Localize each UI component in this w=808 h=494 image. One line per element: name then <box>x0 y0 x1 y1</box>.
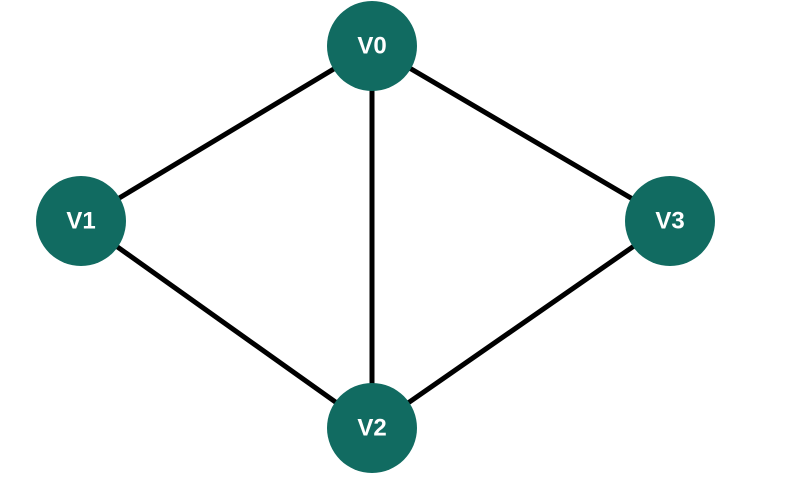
node-v3: V3 <box>625 176 715 266</box>
edge-v0-v1 <box>78 43 375 224</box>
node-v2: V2 <box>327 383 417 473</box>
edge-v1-v2 <box>78 218 375 431</box>
node-v3-circle <box>625 176 715 266</box>
edge-v0-v3 <box>369 43 673 224</box>
node-v0-label: V0 <box>357 33 386 60</box>
node-v1-circle <box>36 176 126 266</box>
graph-nodes: V0 V1 V2 V3 <box>36 1 715 473</box>
node-v0-circle <box>327 1 417 91</box>
node-v0: V0 <box>327 1 417 91</box>
graph-edges <box>78 43 673 431</box>
node-v1-label: V1 <box>66 208 95 235</box>
node-v1: V1 <box>36 176 126 266</box>
edge-v2-v3 <box>369 218 673 431</box>
node-v2-circle <box>327 383 417 473</box>
node-v2-label: V2 <box>357 415 386 442</box>
node-v3-label: V3 <box>655 208 684 235</box>
